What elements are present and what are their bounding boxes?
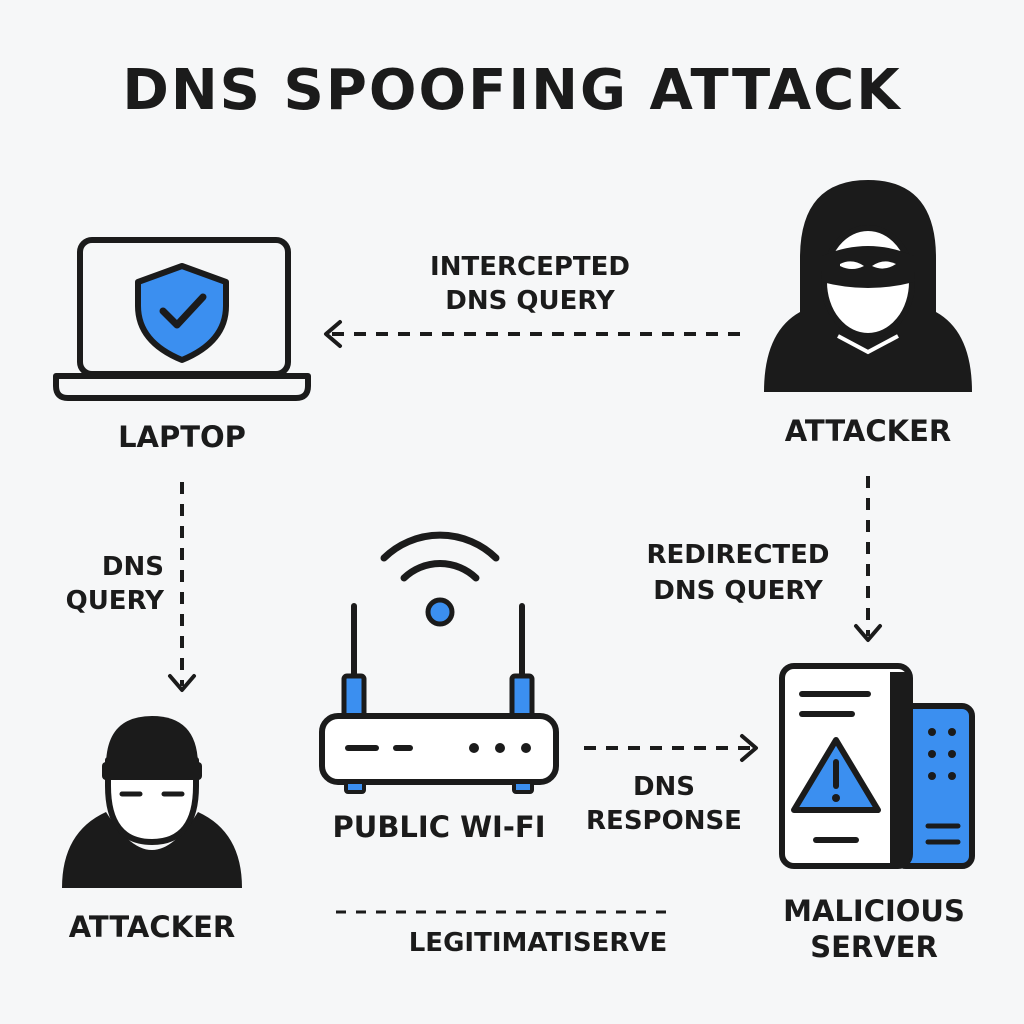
hooded-attacker-icon (764, 180, 972, 392)
server-warning-icon (779, 663, 975, 869)
shield-check-icon (135, 263, 229, 363)
query-label-line1: DNS (101, 552, 164, 582)
intercepted-label-line1: INTERCEPTED (430, 252, 630, 282)
arrow-intercepted-dns-query (324, 320, 740, 348)
wifi-label: PUBLIC WI-FI (332, 810, 546, 844)
arrow-dns-response (584, 734, 758, 762)
arrow-redirected-dns-query (854, 476, 882, 642)
attacker-top-label: ATTACKER (784, 414, 952, 448)
wifi-router-icon (319, 531, 559, 794)
laptop-label: LAPTOP (118, 420, 246, 454)
legitimate-label: LEGITIMATISERVE (408, 928, 668, 958)
intercepted-label-line2: DNS QUERY (445, 286, 615, 316)
query-label-line2: QUERY (65, 586, 164, 616)
laptop-icon (53, 237, 311, 401)
page-title: DNS SPOOFING ATTACK (122, 58, 902, 123)
masked-attacker-icon (62, 716, 242, 888)
response-label-line1: DNS (632, 772, 696, 802)
response-label-line2: RESPONSE (586, 806, 742, 836)
redirected-label-line2: DNS QUERY (653, 576, 823, 606)
redirected-label-line1: REDIRECTED (646, 540, 830, 570)
arrow-dns-query (168, 482, 196, 692)
server-label-line2: SERVER (810, 930, 938, 964)
attacker-bottom-label: ATTACKER (68, 910, 236, 944)
server-label-line1: MALICIOUS (783, 894, 965, 928)
